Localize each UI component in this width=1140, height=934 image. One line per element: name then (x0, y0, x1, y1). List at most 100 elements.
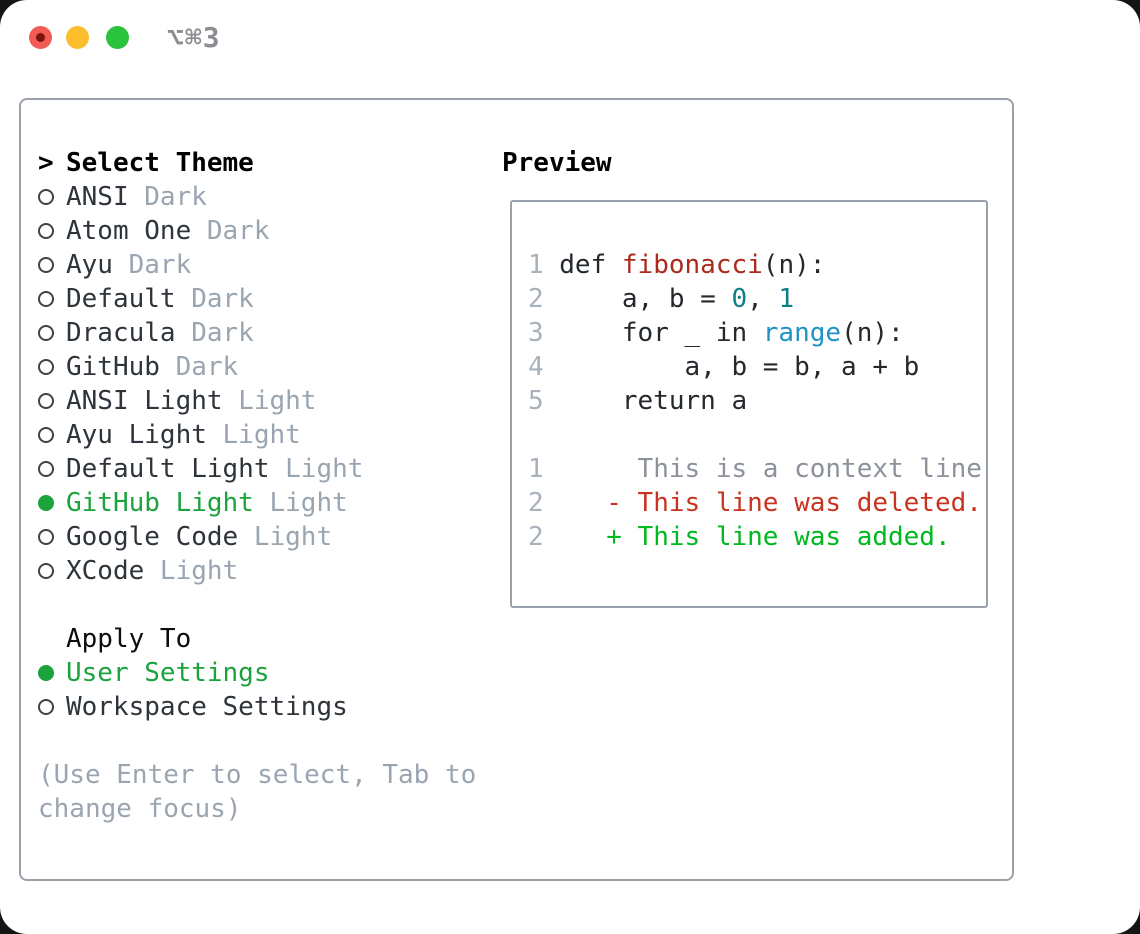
radio-icon (38, 461, 54, 477)
theme-variant: Light (159, 556, 239, 586)
theme-option[interactable]: Dracula Dark (38, 316, 476, 350)
code-token: a, b = (559, 284, 732, 314)
code-token: a, b = b, a + b (559, 352, 920, 382)
apply-to-option[interactable]: User Settings (38, 656, 476, 690)
code-line (528, 418, 986, 452)
radio-marker (38, 699, 66, 715)
code-line: 2 a, b = 0, 1 (528, 282, 986, 316)
code-token: range (762, 318, 842, 348)
theme-name: Ayu Light (66, 420, 207, 450)
preview-title: Preview (502, 148, 612, 178)
unsaved-dot-icon (36, 33, 45, 42)
close-button[interactable] (29, 26, 52, 49)
radio-icon (38, 189, 54, 205)
apply-to-option-label: Workspace Settings (66, 692, 348, 722)
radio-marker (38, 495, 66, 511)
line-number: 1 (528, 454, 544, 484)
theme-name: Default Light (66, 454, 270, 484)
theme-option[interactable]: Google Code Light (38, 520, 476, 554)
theme-option[interactable]: ANSI Dark (38, 180, 476, 214)
theme-variant: Dark (144, 182, 207, 212)
keyboard-hint-line-2: change focus) (38, 794, 242, 824)
code-token: + This line was added. (559, 522, 951, 552)
theme-variant: Dark (175, 352, 239, 382)
theme-name: Ayu (66, 250, 113, 280)
code-line: 4 a, b = b, a + b (528, 350, 986, 384)
code-token: , (747, 284, 779, 314)
radio-marker (38, 291, 66, 307)
line-number: 3 (528, 318, 544, 348)
window-title: ⌥⌘3 (167, 21, 221, 54)
radio-icon (38, 563, 54, 579)
radio-icon (38, 359, 54, 375)
theme-variant: Light (222, 420, 301, 450)
code-token: 1 (778, 284, 795, 314)
apply-to-header: Apply To (38, 622, 476, 656)
radio-marker (38, 189, 66, 205)
theme-name: ANSI Light (66, 386, 223, 416)
theme-variant: Light (285, 454, 364, 484)
line-number: 2 (528, 522, 544, 552)
apply-to-option[interactable]: Workspace Settings (38, 690, 476, 724)
theme-option[interactable]: XCode Light (38, 554, 476, 588)
code-token: (n): (762, 250, 826, 280)
zoom-button[interactable] (106, 26, 129, 49)
theme-option[interactable]: ANSI Light Light (38, 384, 476, 418)
radio-marker (38, 257, 66, 273)
radio-marker (38, 461, 66, 477)
theme-option[interactable]: Default Light Light (38, 452, 476, 486)
code-line: 2 + This line was added. (528, 520, 986, 554)
theme-name: Google Code (66, 522, 239, 552)
theme-variant: Light (269, 488, 348, 518)
theme-variant: Dark (128, 250, 192, 280)
line-number: 5 (528, 386, 544, 416)
theme-option[interactable]: Ayu Light Light (38, 418, 476, 452)
select-theme-title: Select Theme (66, 148, 254, 178)
code-line: 1 This is a context line. (528, 452, 986, 486)
theme-variant: Light (253, 522, 333, 552)
prompt-marker: > (38, 146, 66, 180)
radio-icon (38, 291, 54, 307)
theme-variant: Light (238, 386, 317, 416)
minimize-button[interactable] (66, 26, 89, 49)
code-token: def (559, 250, 622, 280)
keyboard-hint-line-1: (Use Enter to select, Tab to (38, 760, 477, 790)
radio-marker (38, 665, 66, 681)
theme-option[interactable]: Ayu Dark (38, 248, 476, 282)
theme-name: Dracula (66, 318, 176, 348)
spacer (38, 588, 476, 622)
code-token: - This line was deleted. (559, 488, 982, 518)
radio-icon (38, 325, 54, 341)
apply-to-title: Apply To (66, 624, 192, 654)
code-line: 5 return a (528, 384, 986, 418)
theme-name: Default (66, 284, 176, 314)
line-number: 2 (528, 284, 544, 314)
theme-name: ANSI (66, 182, 129, 212)
theme-name: XCode (66, 556, 145, 586)
radio-marker (38, 223, 66, 239)
radio-marker (38, 359, 66, 375)
code-line: 1 def fibonacci(n): (528, 248, 986, 282)
window-titlebar: ⌥⌘3 (0, 0, 1140, 80)
radio-selected-icon (38, 495, 54, 511)
line-number: 1 (528, 250, 544, 280)
code-token: fibonacci (621, 250, 763, 280)
radio-selected-icon (38, 665, 54, 681)
theme-variant: Dark (191, 284, 254, 314)
radio-icon (38, 223, 54, 239)
theme-name: Atom One (66, 216, 192, 246)
theme-option[interactable]: Default Dark (38, 282, 476, 316)
code-line: 3 for _ in range(n): (528, 316, 986, 350)
theme-variant: Dark (191, 318, 254, 348)
radio-icon (38, 427, 54, 443)
code-token: 0 (731, 284, 748, 314)
radio-marker (38, 427, 66, 443)
select-theme-header: > Select Theme (38, 146, 476, 180)
radio-icon (38, 393, 54, 409)
